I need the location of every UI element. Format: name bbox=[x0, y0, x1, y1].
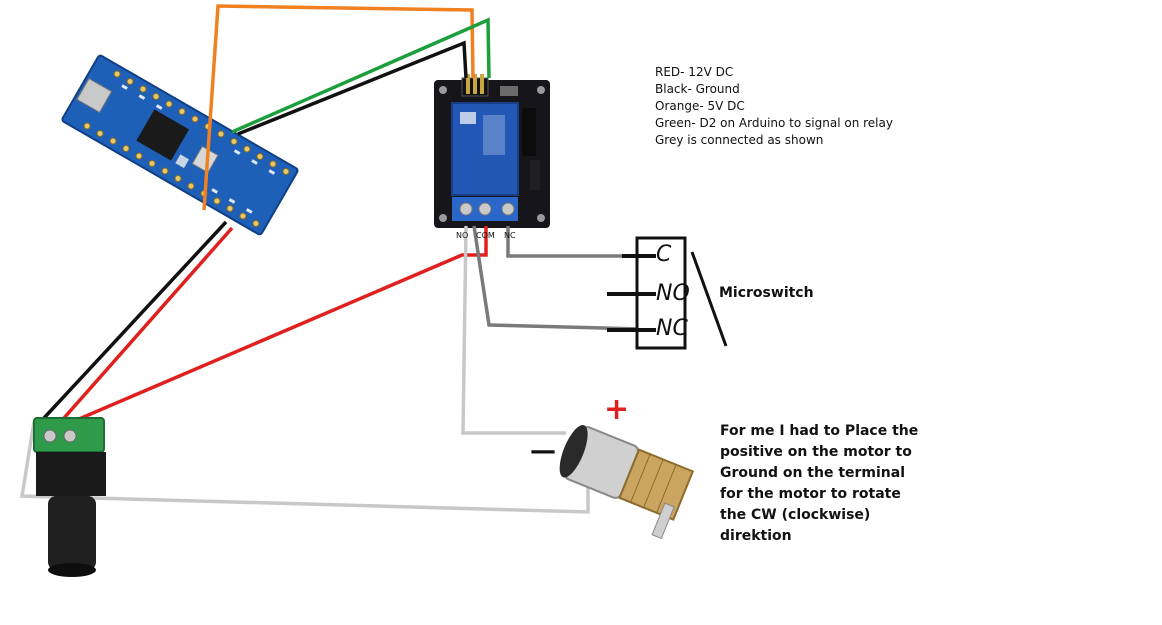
wire-grey-nc-microswitch bbox=[506, 226, 640, 258]
note-line: direktion bbox=[720, 528, 792, 544]
motor-shaft bbox=[651, 502, 675, 540]
microswitch-label: Microswitch bbox=[719, 285, 814, 301]
wire-red-12v-relay bbox=[71, 226, 488, 424]
legend-red: RED- 12V DC bbox=[655, 65, 734, 79]
relay-terminal-com-label: COM bbox=[476, 231, 495, 240]
wire-light-grey-no-motor bbox=[461, 225, 566, 435]
relay-terminal-no-label: NO bbox=[456, 231, 469, 240]
jack-body bbox=[36, 452, 106, 496]
microcontroller-chip bbox=[136, 109, 189, 161]
motor-negative-label: — bbox=[530, 436, 556, 466]
wire-red-12v-arduino bbox=[62, 226, 234, 420]
microswitch bbox=[607, 236, 728, 350]
note-line: the CW (clockwise) bbox=[720, 507, 871, 523]
legend-green: Green- D2 on Arduino to signal on relay bbox=[655, 116, 893, 130]
reset-button bbox=[191, 145, 219, 174]
motor-direction-note: For me I had to Place the positive on th… bbox=[720, 421, 950, 547]
wire-orange-5v bbox=[202, 4, 475, 211]
wire-light-grey-jack-motor bbox=[19, 421, 590, 514]
note-line: positive on the motor to bbox=[720, 444, 912, 460]
note-line: for the motor to rotate bbox=[720, 486, 901, 502]
note-line: Ground on the terminal bbox=[720, 465, 906, 481]
microswitch-pin-nc-label: NC bbox=[656, 316, 688, 341]
dc-barrel-jack bbox=[33, 417, 106, 577]
relay-terminal-nc-label: NC bbox=[504, 231, 516, 240]
wire-black-ground-jack bbox=[42, 220, 228, 420]
wire-grey-com-microswitch bbox=[472, 225, 641, 331]
legend-grey: Grey is connected as shown bbox=[655, 133, 824, 147]
arduino-nano-board bbox=[61, 54, 299, 236]
legend-black: Black- Ground bbox=[655, 82, 740, 96]
legend-orange: Orange- 5V DC bbox=[655, 99, 745, 113]
pin-row-top bbox=[113, 70, 290, 176]
jack-barrel bbox=[48, 496, 96, 570]
motor-gearbox bbox=[618, 448, 695, 521]
microswitch-pin-c-label: C bbox=[656, 242, 672, 267]
pin-row-bottom bbox=[83, 122, 260, 227]
microswitch-pin-no-label: NO bbox=[656, 281, 690, 306]
wire-color-legend: RED- 12V DC Black- Ground Orange- 5V DC … bbox=[655, 64, 893, 149]
wire-black-ground-relay bbox=[237, 40, 468, 136]
motor-positive-label: + bbox=[604, 392, 630, 427]
usb-port bbox=[76, 77, 113, 114]
gear-motor bbox=[559, 425, 695, 540]
relay-module bbox=[434, 74, 550, 228]
microswitch-lever bbox=[690, 251, 728, 347]
note-line: For me I had to Place the bbox=[720, 423, 919, 439]
wire-green-signal bbox=[231, 17, 491, 134]
